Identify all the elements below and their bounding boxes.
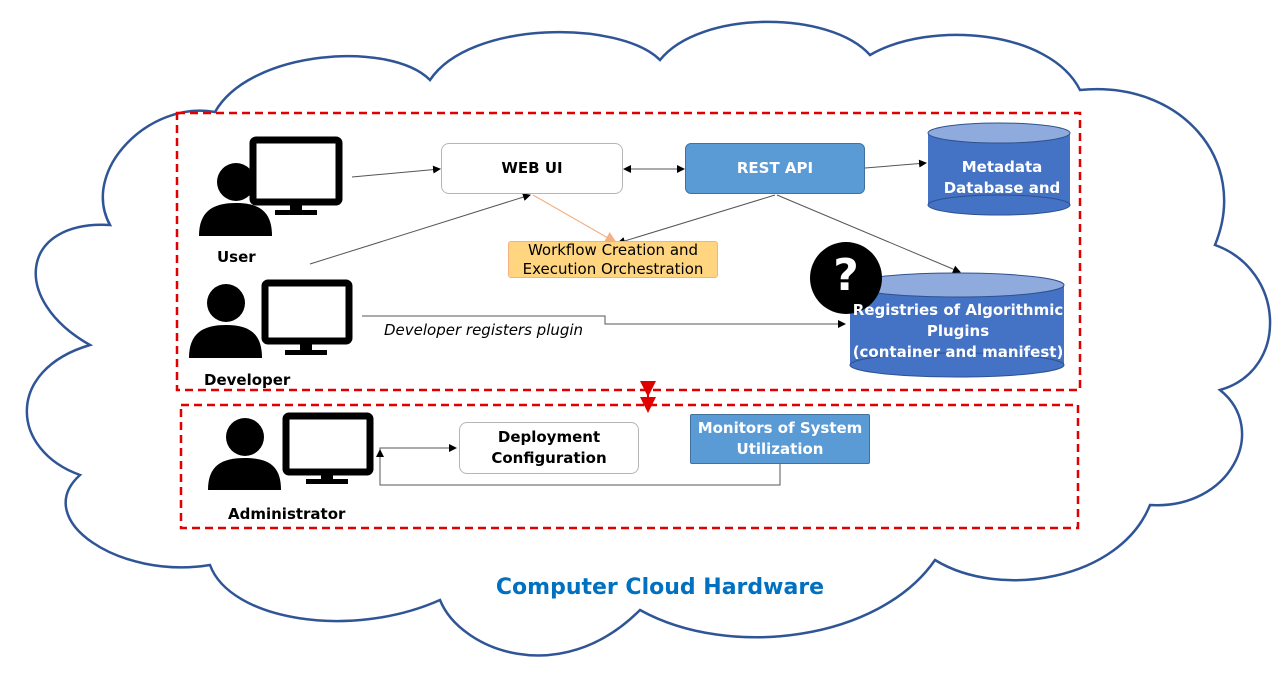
metadata-label-line1: Metadata: [961, 158, 1043, 176]
workflow-label-line1: Workflow Creation and: [527, 240, 699, 259]
system-monitors-box: Monitors of System Utilization: [690, 414, 870, 464]
deployment-configuration-box: Deployment Configuration: [459, 422, 639, 474]
arrow-developer-to-registries: [362, 315, 846, 328]
metadata-database-cylinder: [927, 122, 1071, 216]
lower-dashed-frame: [179, 403, 1080, 530]
user-icon: [199, 136, 343, 236]
registries-label-line3: (container and manifest): [852, 343, 1064, 361]
upper-dashed-frame: [175, 111, 1082, 392]
deployment-label-line1: Deployment: [497, 428, 601, 446]
developer-label: Developer: [204, 371, 291, 389]
workflow-label-line2: Execution Orchestration: [522, 259, 704, 278]
question-mark-glyph: ?: [833, 250, 859, 301]
plugin-registries-label: Registries of Algorithmic Plugins (conta…: [852, 300, 1064, 363]
monitors-label-line2: Utilization: [736, 440, 824, 458]
arrow-restapi-to-metadata: [864, 159, 927, 169]
administrator-label: Administrator: [228, 505, 346, 523]
web-ui-label: WEB UI: [501, 159, 563, 177]
deployment-label-line2: Configuration: [491, 449, 607, 467]
arrow-developer-to-webui: [309, 193, 531, 265]
arrow-restapi-to-workflow: [617, 194, 776, 245]
arrow-user-to-webui: [351, 165, 441, 178]
web-ui-box: WEB UI: [441, 143, 623, 194]
registries-label-line1: Registries of Algorithmic: [852, 301, 1064, 319]
cloud-title: Computer Cloud Hardware: [495, 575, 825, 600]
metadata-label-line2: Database and: [943, 179, 1061, 197]
workflow-orchestration-box: Workflow Creation and Execution Orchestr…: [508, 241, 718, 278]
arrow-restapi-to-registries: [776, 194, 961, 273]
developer-icon: [189, 279, 353, 358]
rest-api-label: REST API: [736, 159, 814, 177]
question-mark-icon: [810, 242, 882, 314]
plugin-registries-cylinder: [849, 272, 1065, 378]
registries-label-line2: Plugins: [926, 322, 990, 340]
monitors-label-line1: Monitors of System: [697, 419, 863, 437]
user-label: User: [217, 248, 256, 266]
developer-registers-label: Developer registers plugin: [384, 321, 584, 339]
arrow-monitors-loop: [379, 444, 781, 486]
rest-api-box: REST API: [685, 143, 865, 194]
arrow-webui-to-workflow: [532, 194, 618, 244]
administrator-icon: [208, 412, 374, 490]
metadata-database-label: Metadata Database and: [932, 157, 1072, 203]
